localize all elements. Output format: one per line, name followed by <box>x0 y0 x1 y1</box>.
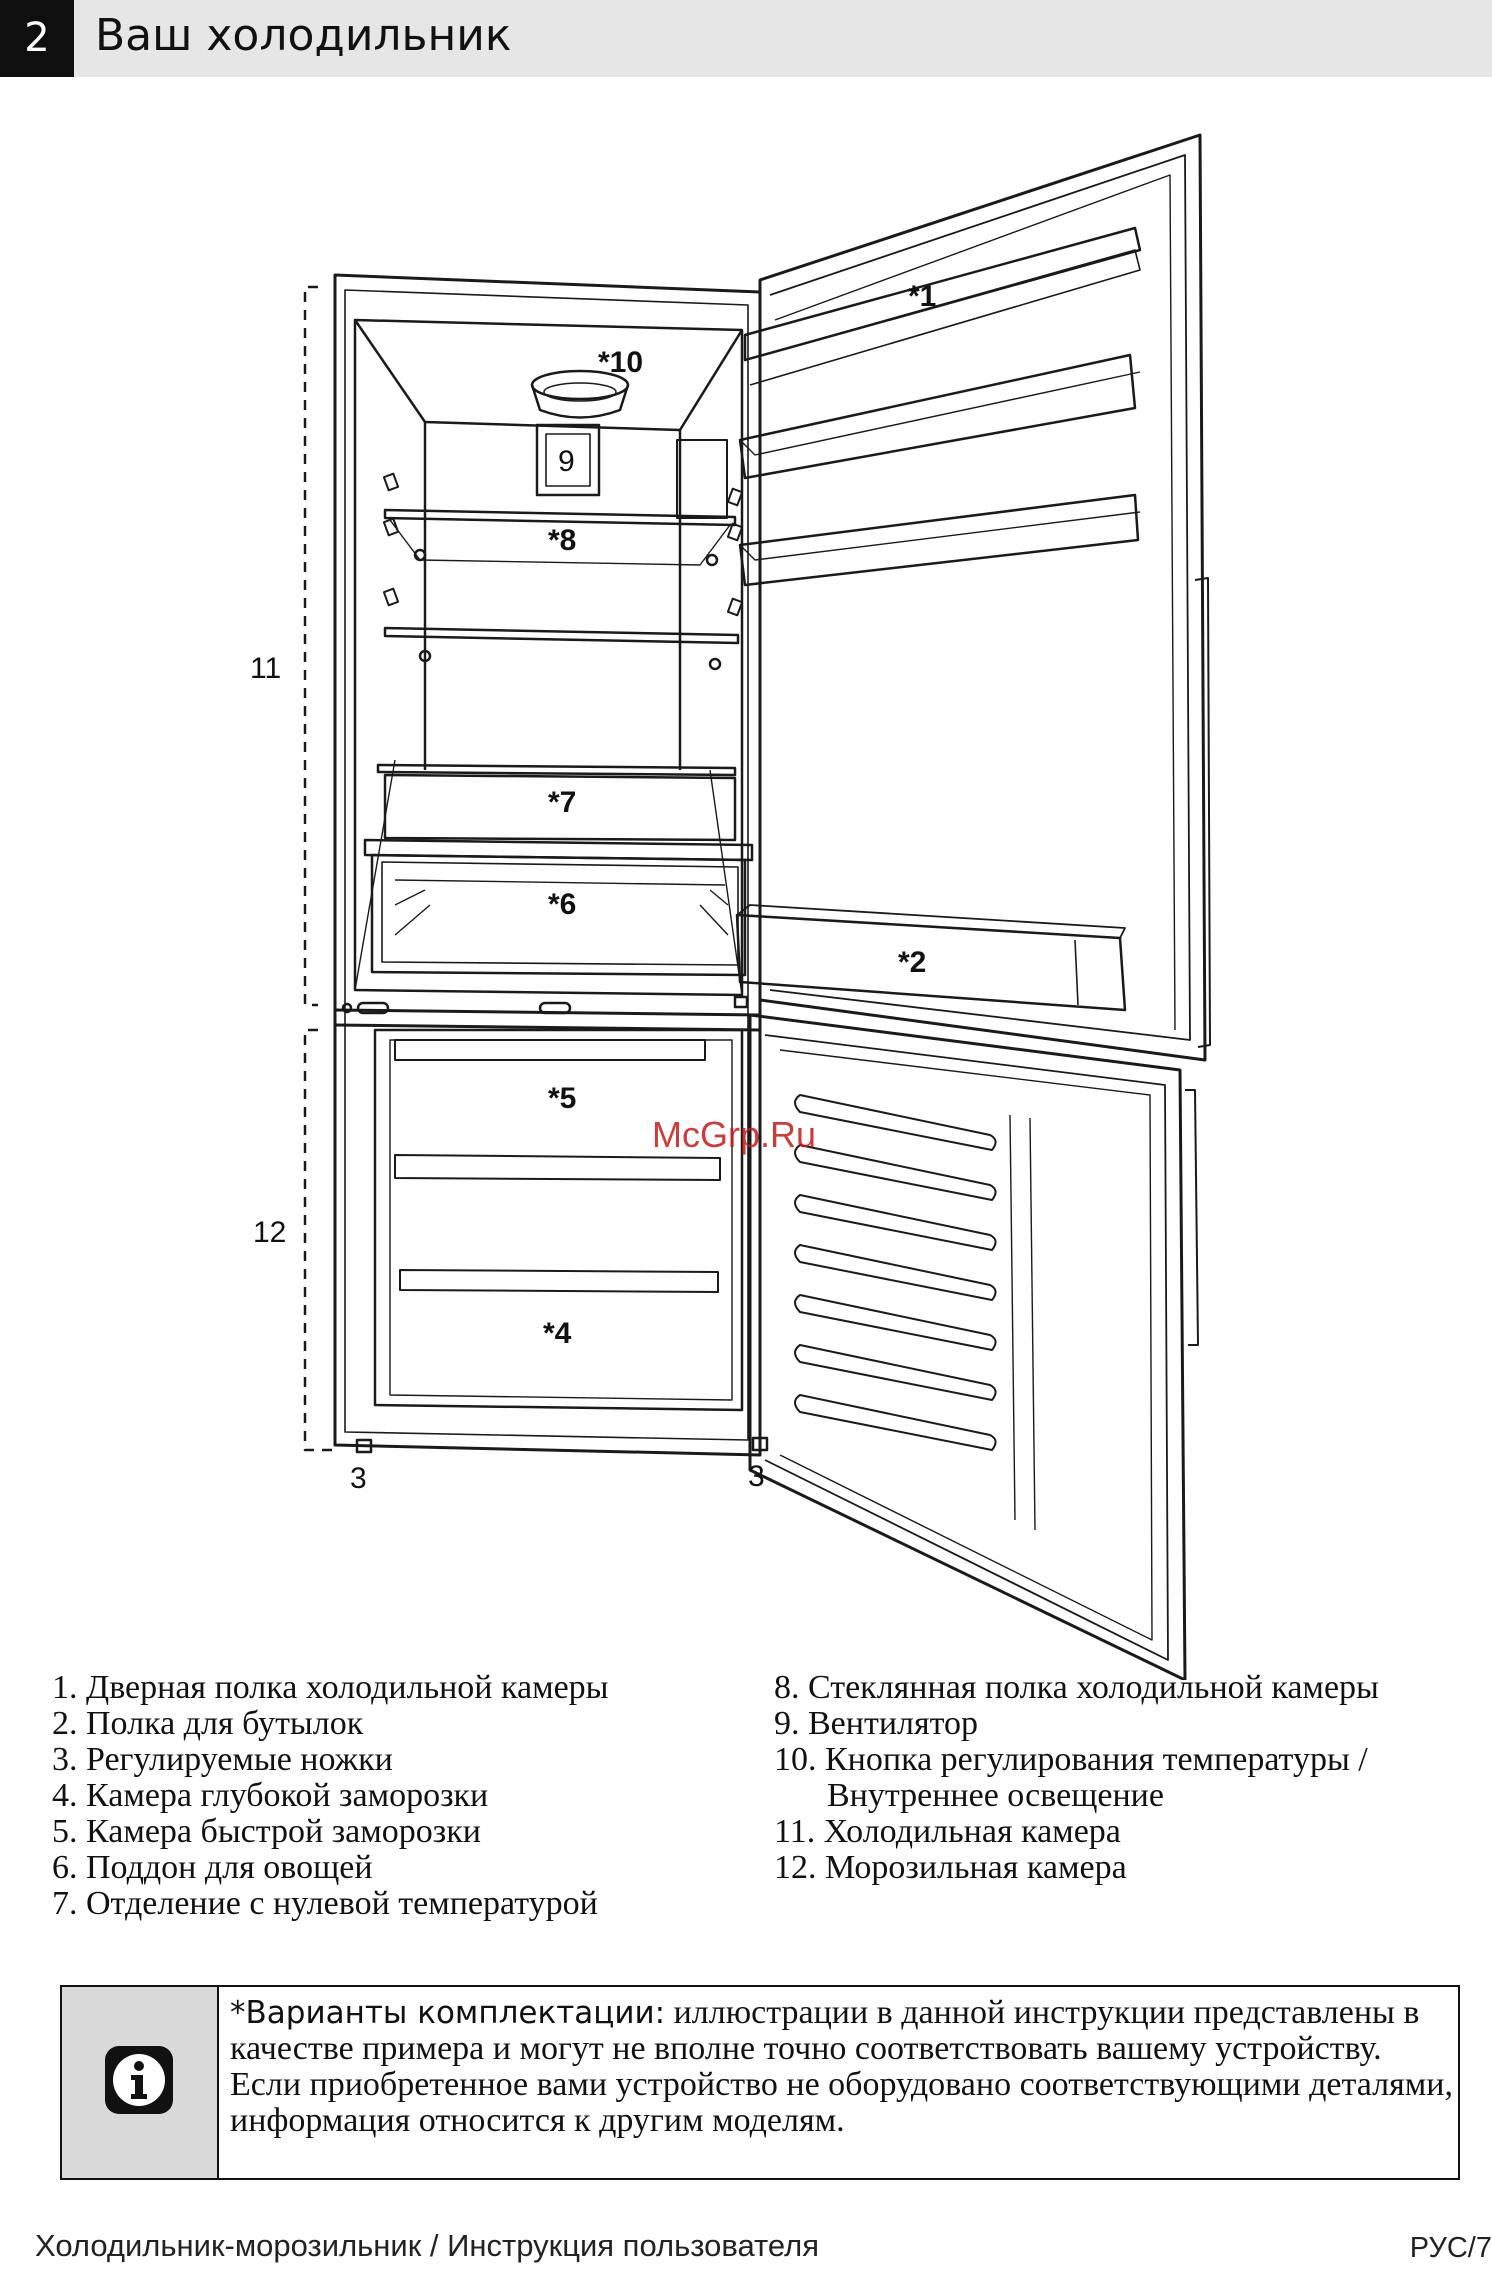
page-header: 2 Ваш холодильник <box>0 0 1492 77</box>
legend-item: 1. Дверная полка холодильной камеры <box>52 1669 609 1706</box>
page-number: РУС/7 <box>1409 2232 1492 2264</box>
fridge-diagram: *1 *10 9 *8 11 *7 *6 *2 *5 12 *4 3 3 McG… <box>250 133 1211 1680</box>
info-icon-box <box>62 1987 219 2178</box>
info-note: *Варианты комплектации: иллюстрации в да… <box>60 1985 1460 2180</box>
legend-item: 8. Стеклянная полка холодильной камеры <box>774 1669 1379 1706</box>
callout-11: 11 <box>250 652 281 685</box>
callout-9: 9 <box>558 445 575 478</box>
watermark: McGrp.Ru <box>652 1114 816 1155</box>
legend-right: 8. Стеклянная полка холодильной камеры 9… <box>774 1670 1379 1886</box>
note-heading: *Варианты комплектации: <box>230 1995 666 2031</box>
legend-item: 6. Поддон для овощей <box>52 1849 373 1886</box>
legend-item: 11. Холодильная камера <box>774 1813 1121 1850</box>
callout-3-right: 3 <box>748 1460 765 1493</box>
callout-1: *1 <box>908 280 936 313</box>
legend-item: 3. Регулируемые ножки <box>52 1741 393 1778</box>
callout-8: *8 <box>548 524 576 557</box>
callout-7: *7 <box>548 786 576 819</box>
callout-5: *5 <box>548 1082 576 1115</box>
callout-12: 12 <box>253 1216 286 1249</box>
note-text: *Варианты комплектации: иллюстрации в да… <box>230 1995 1455 2139</box>
footer-title: Холодильник-морозильник / Инструкция пол… <box>35 2228 819 2263</box>
legend-item: 9. Вентилятор <box>774 1705 979 1742</box>
legend-left: 1. Дверная полка холодильной камеры 2. П… <box>52 1670 609 1922</box>
section-number: 2 <box>0 0 74 77</box>
door-shelves <box>738 226 1142 587</box>
fridge-bracket <box>303 285 318 1007</box>
bottle-shelf <box>735 904 1127 1012</box>
legend-item: 12. Морозильная камера <box>774 1849 1127 1886</box>
legend-item: 7. Отделение с нулевой температурой <box>52 1885 598 1922</box>
callout-4: *4 <box>543 1317 572 1350</box>
info-icon <box>105 2046 173 2114</box>
zero-compartment <box>376 763 737 842</box>
callout-6: *6 <box>548 888 576 921</box>
freezer-door <box>748 1013 1199 1680</box>
glass-shelves <box>383 508 740 671</box>
callout-3-left: 3 <box>350 1462 367 1495</box>
freezer-bracket <box>303 1028 335 1452</box>
fan-unit <box>535 423 601 497</box>
light-unit <box>530 369 630 419</box>
page-title: Ваш холодильник <box>95 10 512 61</box>
callout-2: *2 <box>898 946 926 979</box>
legend-item: 10. Кнопка регулирования температуры / <box>774 1741 1368 1778</box>
legend-item: 4. Камера глубокой заморозки <box>52 1777 489 1814</box>
legend-item: 2. Полка для бутылок <box>52 1705 364 1742</box>
freezer-interior <box>355 1028 769 1454</box>
legend-item: 5. Камера быстрой заморозки <box>52 1813 481 1850</box>
note-body: иллюстрации в данной инструкции представ… <box>230 1994 1453 2139</box>
fridge-door <box>758 133 1211 1062</box>
callout-10: *10 <box>598 346 643 379</box>
legend-item: Внутреннее освещение <box>827 1777 1164 1814</box>
